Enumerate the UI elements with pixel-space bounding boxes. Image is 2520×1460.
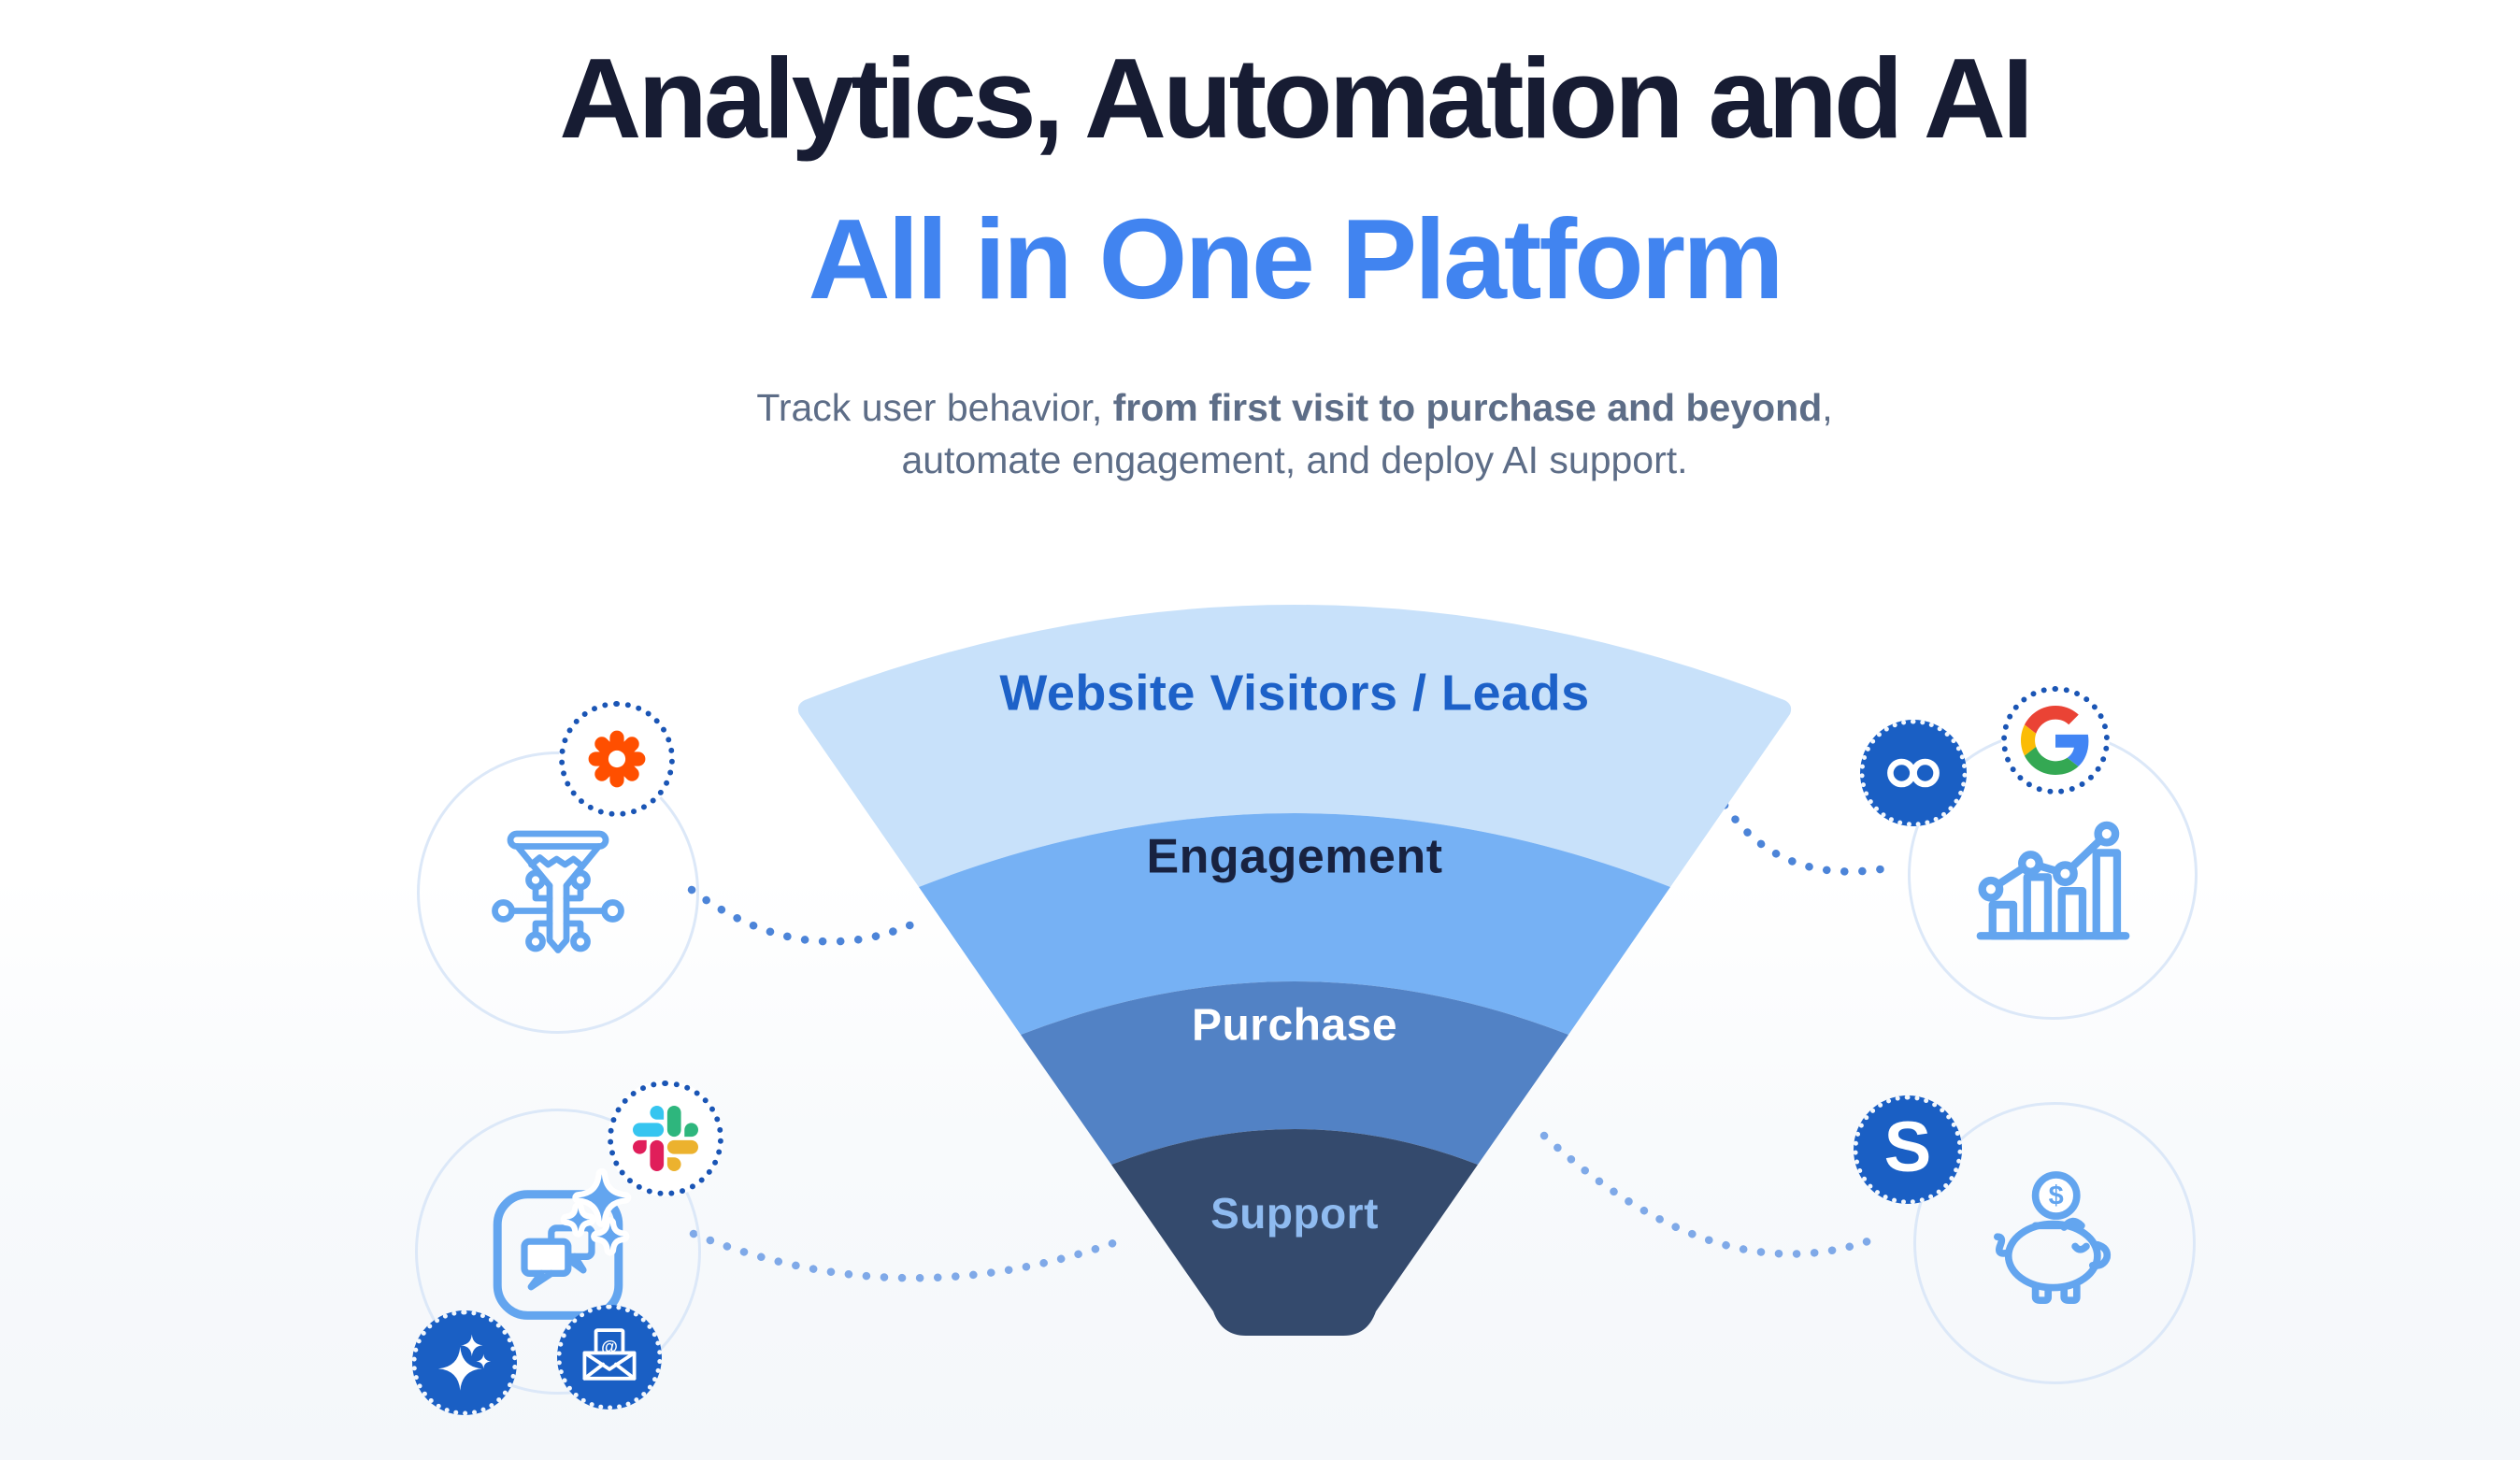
cluster-circle-ai-chat xyxy=(415,1109,701,1395)
funnel-stage-engagement xyxy=(919,813,1670,1035)
meta-badge xyxy=(1860,720,1967,826)
desc-line1: Track user behavior, from first visit to… xyxy=(756,386,1832,429)
desc-line1-tail: , xyxy=(1822,385,1833,429)
stripe-badge: S xyxy=(1854,1095,1962,1204)
chat-bubbles-icon xyxy=(493,1167,632,1320)
zapier-badge xyxy=(559,701,675,817)
hero-description: Track user behavior, from first visit to… xyxy=(266,381,2323,486)
desc-line1-normal: Track user behavior, xyxy=(756,385,1113,429)
desc-line2: automate engagement, and deploy AI suppo… xyxy=(901,437,1688,481)
funnel-label-purchase: Purchase xyxy=(1192,1001,1397,1051)
meta-icon xyxy=(1887,758,1940,788)
funnel-stage-support xyxy=(1111,1129,1478,1336)
google-badge xyxy=(2001,686,2110,794)
email-badge: @ xyxy=(557,1305,662,1410)
bar-chart-trend-icon xyxy=(1976,821,2129,939)
funnel-circuit-icon xyxy=(492,830,624,953)
cluster-circle-revenue: $ xyxy=(1913,1102,2196,1384)
funnel-label-support: Support xyxy=(1210,1189,1379,1238)
ai-sparkles-icon xyxy=(437,1334,492,1391)
cluster-circle-data-intake xyxy=(417,751,699,1034)
zapier-icon xyxy=(588,730,646,788)
coin-dollar-glyph: $ xyxy=(2049,1181,2064,1210)
slack-icon xyxy=(633,1106,698,1171)
stripe-icon: S xyxy=(1883,1108,1932,1187)
cluster-circle-analytics xyxy=(1908,730,2198,1020)
page-title: Analytics, Automation and AI xyxy=(559,35,2034,162)
google-icon xyxy=(2021,706,2089,775)
funnel-stage-visitors xyxy=(797,605,1792,887)
email-at-icon: @ xyxy=(582,1328,637,1381)
funnel-stage-purchase xyxy=(1021,981,1568,1165)
slack-badge xyxy=(608,1081,723,1196)
desc-line1-bold: from first visit to purchase and beyond xyxy=(1112,385,1823,429)
funnel-label-engagement: Engagement xyxy=(1146,830,1442,884)
hero-section: Analytics, Automation and AI All in One … xyxy=(266,0,2323,486)
ai-sparkles-badge xyxy=(412,1310,517,1415)
funnel-diagram: Website Visitors / Leads Engagement Purc… xyxy=(797,605,1792,1336)
funnel-label-visitors: Website Visitors / Leads xyxy=(999,665,1589,721)
page-subtitle: All in One Platform xyxy=(808,194,1783,322)
piggy-bank-icon: $ xyxy=(1993,1171,2112,1305)
